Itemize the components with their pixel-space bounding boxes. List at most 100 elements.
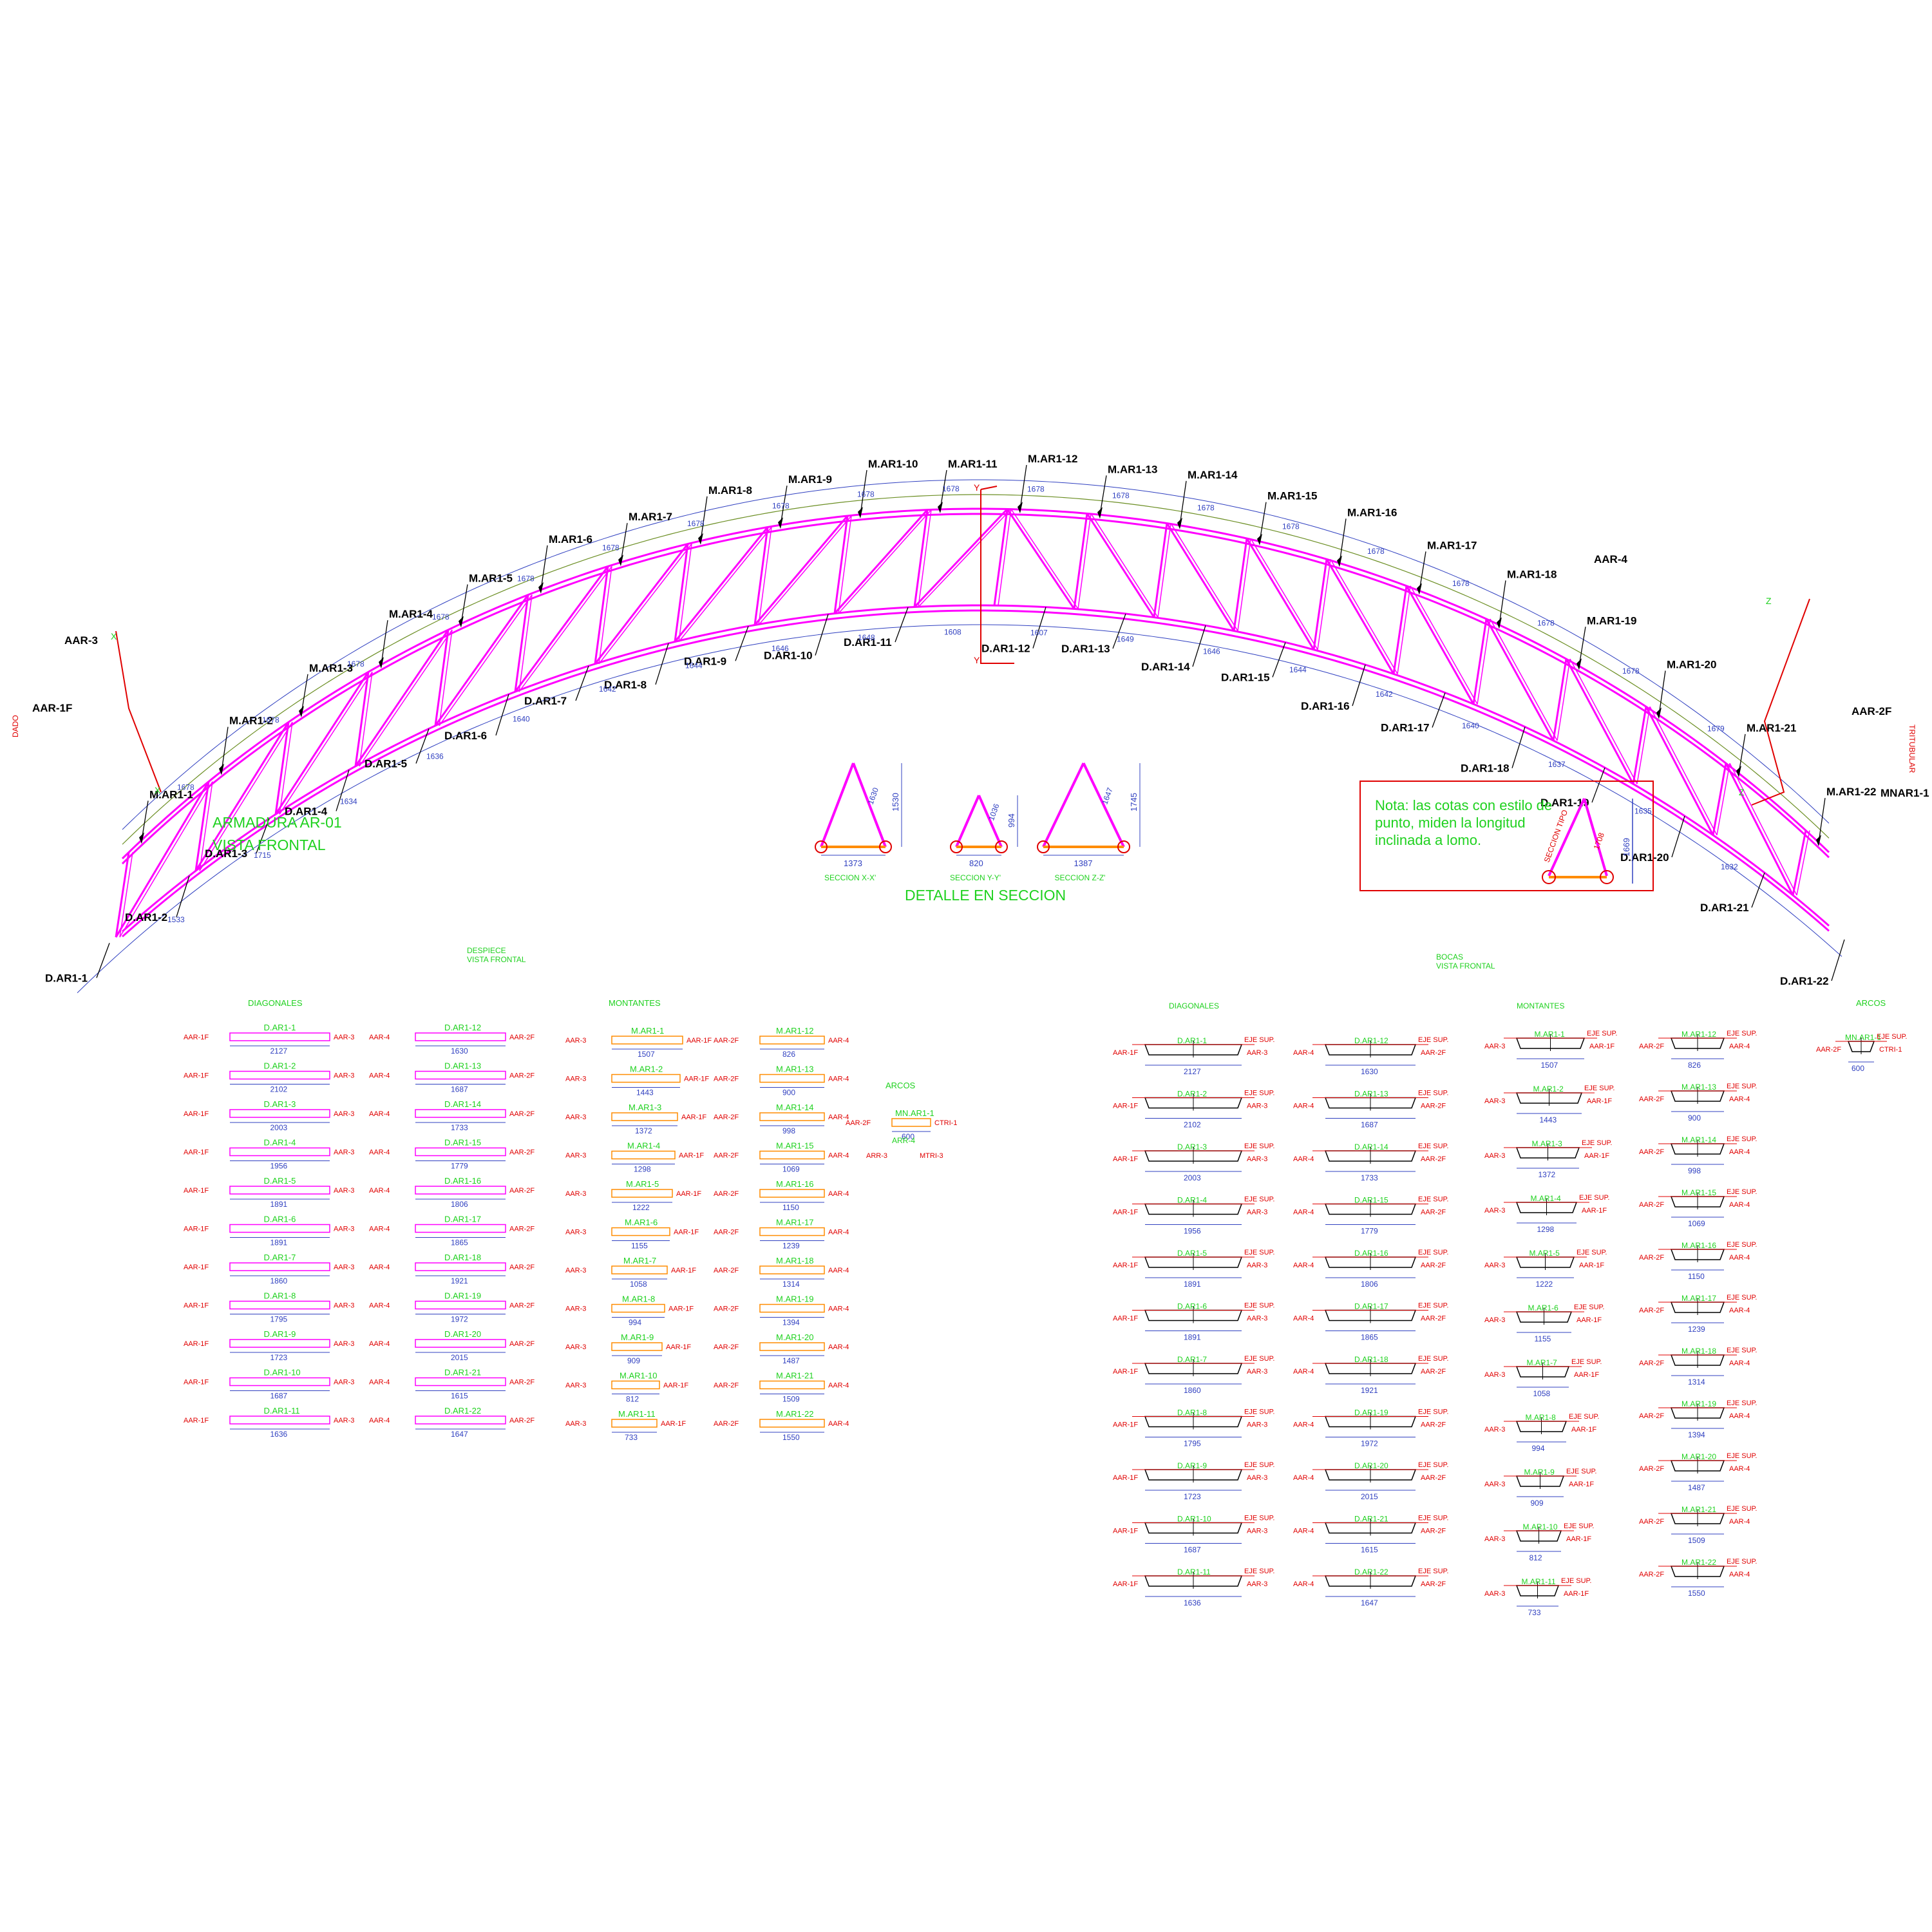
boca-right-end: AAR-3	[1247, 1528, 1267, 1535]
bottom-member-label: D.AR1-21	[1700, 902, 1749, 914]
boca-length: 1687	[1361, 1121, 1378, 1130]
bottom-member-label: D.AR1-15	[1221, 671, 1270, 683]
top-member-label: M.AR1-9	[788, 473, 832, 486]
piece-length: 1487	[782, 1356, 800, 1365]
top-member-label: M.AR1-16	[1347, 506, 1397, 518]
boca-right-end: AAR-1F	[1579, 1262, 1604, 1269]
section-base-dim: 1373	[844, 858, 862, 868]
boca-eje-label: EJE SUP.	[1566, 1468, 1597, 1475]
piece-length: 1509	[782, 1395, 800, 1404]
piece-body	[759, 1112, 825, 1121]
piece-name: M.AR1-2	[630, 1065, 663, 1074]
top-member-label: M.AR1-7	[629, 511, 672, 523]
boca-left-end: AAR-2F	[1639, 1465, 1664, 1473]
bocas-title: BOCAS	[1436, 952, 1463, 961]
piece-body	[415, 1147, 506, 1157]
piece-length: 1314	[782, 1280, 800, 1289]
boca-left-end: AAR-4	[1293, 1528, 1314, 1535]
piece-length: 2102	[270, 1085, 288, 1094]
boca-right-end: AAR-4	[1729, 1201, 1750, 1209]
piece-length: 1443	[636, 1088, 654, 1097]
boca-name: M.AR1-15	[1681, 1188, 1716, 1197]
piece-body	[759, 1036, 825, 1045]
boca-right-end: AAR-2F	[1421, 1209, 1446, 1217]
top-dimension: 1678	[1622, 667, 1640, 676]
piece-left-end: AAR-3	[565, 1075, 586, 1083]
piece-length: 1222	[632, 1203, 650, 1212]
chord-line	[122, 604, 1830, 933]
bottom-dimension: 1634	[340, 797, 357, 806]
boca-right-end: AAR-2F	[1421, 1262, 1446, 1269]
piece-length: 1298	[634, 1165, 651, 1174]
piece-left-end: AAR-2F	[714, 1305, 739, 1313]
leader-line	[141, 800, 149, 840]
montante-member	[1472, 618, 1488, 705]
piece-right-end: AAR-1F	[681, 1113, 706, 1121]
boca-left-end: AAR-4	[1293, 1474, 1314, 1482]
diagonal-member	[1086, 513, 1155, 618]
boca-eje-label: EJE SUP.	[1727, 1135, 1757, 1143]
montante-member	[674, 544, 689, 642]
truss-front-view	[77, 479, 1842, 994]
piece-body	[229, 1186, 330, 1195]
boca-name: D.AR1-10	[1177, 1515, 1211, 1524]
piece-right-end: AAR-2F	[509, 1302, 535, 1310]
bottom-dimension: 1635	[1634, 806, 1652, 815]
section-side-dim: 1647	[1100, 786, 1114, 806]
bottom-dimension: 1644	[1289, 665, 1307, 674]
boca-left-end: AAR-1F	[1113, 1421, 1138, 1429]
piece-length: 1956	[270, 1162, 288, 1171]
boca-eje-label: EJE SUP.	[1727, 1083, 1757, 1090]
montante-member-edge	[1477, 618, 1491, 705]
piece-length: 1394	[782, 1318, 800, 1327]
piece-body	[229, 1300, 330, 1310]
boca-eje-label: EJE SUP.	[1418, 1036, 1449, 1044]
leader-line	[1432, 692, 1446, 728]
piece-right-end: AAR-3	[334, 1379, 354, 1387]
piece-left-end: AAR-3	[565, 1113, 586, 1121]
section-leg	[978, 795, 1003, 848]
diagonal-member-edge	[199, 721, 293, 871]
boca-length: 1487	[1688, 1483, 1705, 1492]
boca-name: D.AR1-11	[1177, 1567, 1211, 1577]
leader-arrow	[1337, 555, 1342, 567]
boca-eje-label: EJE SUP.	[1564, 1522, 1595, 1530]
diagonal-member-edge	[1490, 618, 1558, 741]
piece-body	[611, 1227, 670, 1236]
boca-eje-label: EJE SUP.	[1579, 1194, 1610, 1202]
bottom-member-label: D.AR1-12	[981, 643, 1030, 655]
bottom-member-label: D.AR1-14	[1141, 661, 1190, 673]
boca-right-end: AAR-1F	[1564, 1590, 1589, 1598]
bottom-dimension: 1649	[1117, 634, 1134, 643]
piece-body	[229, 1416, 330, 1425]
leader-arrow	[778, 517, 783, 529]
bottom-member-label: D.AR1-8	[604, 679, 647, 691]
boca-length: 998	[1688, 1166, 1701, 1175]
boca-left-end: AAR-1F	[1113, 1528, 1138, 1535]
boca-length: 1550	[1688, 1589, 1705, 1598]
section-base-dim: 820	[969, 858, 983, 868]
montante-member	[194, 781, 210, 871]
piece-body	[229, 1377, 330, 1387]
piece-name: M.AR1-18	[776, 1256, 814, 1265]
leader-arrow	[459, 616, 464, 628]
piece-length: 1150	[782, 1203, 799, 1212]
piece-right-end: AAR-2F	[509, 1379, 535, 1387]
top-member-label: M.AR1-20	[1667, 658, 1716, 670]
piece-right-end: AAR-4	[828, 1190, 849, 1198]
piece-name: M.AR1-19	[776, 1294, 814, 1304]
boca-right-end: AAR-4	[1729, 1359, 1750, 1367]
top-dimension: 1678	[517, 574, 535, 583]
diagonal-member-edge	[918, 508, 1012, 608]
boca-left-end: AAR-3	[1484, 1316, 1505, 1324]
piece-length: 1647	[451, 1430, 468, 1439]
diagonal-member-edge	[1330, 558, 1398, 674]
diagonal-member-edge	[359, 629, 453, 767]
piece-left-end: AAR-3	[565, 1420, 586, 1428]
leader-line	[815, 614, 829, 656]
montante-member	[1073, 513, 1088, 609]
leader-line	[1179, 480, 1187, 526]
piece-name: MN.AR1-1	[895, 1108, 934, 1118]
boca-name: M.AR1-19	[1681, 1399, 1716, 1408]
boca-left-end: AAR-1F	[1113, 1049, 1138, 1057]
